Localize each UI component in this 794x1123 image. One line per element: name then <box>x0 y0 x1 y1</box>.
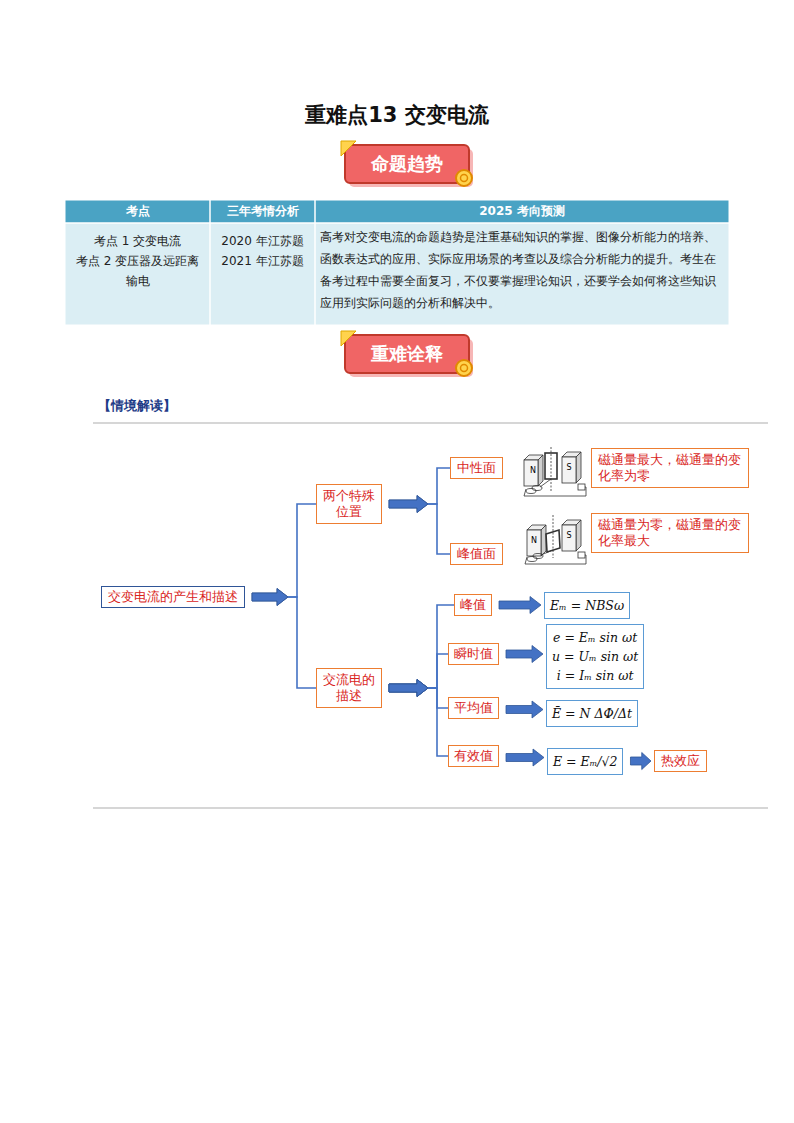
node-text: E = Eₘ/√2 <box>553 752 617 771</box>
table-cell: 考点 2 变压器及远距离输电 <box>65 251 210 291</box>
item-box: 有效值 <box>448 745 499 767</box>
badge-text: 命题趋势 <box>345 153 469 175</box>
connector <box>630 753 651 770</box>
connector <box>389 680 448 757</box>
bracket-line <box>428 688 448 708</box>
magnet-pole: N <box>528 536 540 546</box>
table-header: 考点 <box>65 201 210 221</box>
node-text: 两个特殊位置 <box>321 488 377 520</box>
table-cell: 2020 年江苏题 <box>210 231 315 251</box>
block-arrow <box>389 680 428 697</box>
node-text: Eₘ = NBSω <box>550 596 624 615</box>
node-text: e = Eₘ sin ωt <box>553 628 637 647</box>
node-text: 有效值 <box>454 748 493 764</box>
block-arrow <box>389 680 428 697</box>
block-arrow <box>506 701 543 718</box>
block-arrow <box>389 680 428 697</box>
generator-illustration <box>524 447 586 496</box>
node-text: 峰值面 <box>457 546 496 562</box>
connector <box>389 680 448 709</box>
note-box: 磁通量为零，磁通量的变化率最大 <box>591 513 749 553</box>
magnet-pole: S <box>563 463 575 473</box>
node-text: 峰值 <box>460 597 486 613</box>
block-arrow <box>389 680 428 697</box>
formula-box: e = Eₘ sin ωtu = Uₘ sin ωti = Iₘ sin ωt <box>546 624 644 689</box>
table-header: 三年考情分析 <box>210 201 315 221</box>
magnet-pole: N <box>527 466 539 476</box>
item-box: 瞬时值 <box>448 643 499 665</box>
block-arrow <box>252 589 288 606</box>
node-text: 瞬时值 <box>454 646 493 662</box>
item-box: 平均值 <box>448 697 499 719</box>
connector <box>506 701 543 718</box>
root-box: 交变电流的产生和描述 <box>101 586 245 608</box>
table-cell: 高考对交变电流的命题趋势是注重基础知识的掌握、图像分析能力的培养、函数表达式的应… <box>320 226 725 314</box>
block-arrow <box>630 753 651 770</box>
category-box: 交流电的描述 <box>316 668 382 708</box>
block-arrow <box>389 496 428 513</box>
generator-illustration <box>525 515 586 564</box>
node-text: 平均值 <box>454 700 493 716</box>
node-text: Ē = N ΔΦ/Δt <box>552 704 632 723</box>
item-box: 热效应 <box>654 750 707 772</box>
rule-line <box>93 807 768 809</box>
connector <box>252 504 316 606</box>
block-arrow <box>506 646 543 663</box>
connector <box>389 496 450 555</box>
connector <box>506 646 543 663</box>
node-text: u = Uₘ sin ωt <box>552 647 638 666</box>
badge <box>341 141 473 187</box>
table-cell: 2021 年江苏题 <box>210 251 315 271</box>
block-arrow <box>499 597 541 614</box>
block-arrow <box>506 749 544 766</box>
block-arrow <box>252 589 288 606</box>
connector <box>506 749 544 766</box>
bracket-line <box>428 504 450 554</box>
node-text: 磁通量为零，磁通量的变化率最大 <box>598 517 742 549</box>
magnet-pole: S <box>563 531 575 541</box>
connector <box>389 468 450 513</box>
table <box>65 200 729 325</box>
node-text: 交变电流的产生和描述 <box>108 589 238 605</box>
badge <box>341 331 473 377</box>
page-title: 重难点13 交变电流 <box>0 101 794 129</box>
table-header: 2025 考向预测 <box>315 201 729 221</box>
bracket-line <box>428 688 448 756</box>
note-box: 磁通量最大，磁通量的变化率为零 <box>591 448 749 488</box>
node-text: 中性面 <box>457 460 496 476</box>
connector <box>389 605 454 697</box>
node-text: 热效应 <box>661 753 700 769</box>
bracket-line <box>288 504 316 597</box>
table-cell: 考点 1 交变电流 <box>65 231 210 251</box>
block-arrow <box>389 496 428 513</box>
node-text: i = Iₘ sin ωt <box>557 666 634 685</box>
connector <box>252 589 316 689</box>
node-text: 磁通量最大，磁通量的变化率为零 <box>598 452 742 484</box>
bracket-line <box>428 468 450 504</box>
rule-line <box>93 422 768 424</box>
formula-box: E = Eₘ/√2 <box>547 748 623 775</box>
connector <box>499 597 541 614</box>
bracket-line <box>288 597 316 688</box>
bracket-line <box>428 654 448 688</box>
node-text: 交流电的描述 <box>321 672 377 704</box>
badge-text: 重难诠释 <box>345 343 469 365</box>
formula-box: Ē = N ΔΦ/Δt <box>546 700 638 727</box>
category-box: 两个特殊位置 <box>316 484 382 524</box>
formula-box: Eₘ = NBSω <box>544 592 630 619</box>
item-box: 峰值 <box>454 594 492 616</box>
item-box: 中性面 <box>450 457 503 479</box>
item-box: 峰值面 <box>450 543 503 565</box>
connector <box>389 654 448 697</box>
section-heading: 【情境解读】 <box>98 396 258 416</box>
